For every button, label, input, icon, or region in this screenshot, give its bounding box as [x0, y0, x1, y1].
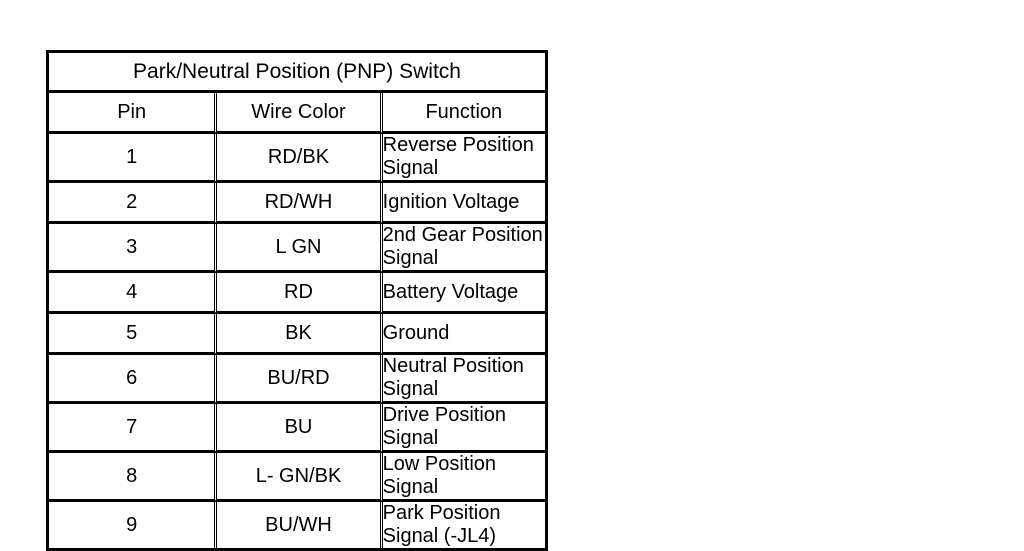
table-row: 8 L- GN/BK Low Position Signal [49, 453, 545, 502]
cell-function: Park Position Signal (-JL4) [379, 502, 545, 548]
cell-wire-color: RD/BK [214, 134, 380, 183]
pnp-switch-pinout-table: Park/Neutral Position (PNP) Switch Pin W… [46, 50, 548, 551]
cell-pin: 8 [49, 453, 215, 502]
table-row: 3 L GN 2nd Gear Position Signal [49, 224, 545, 273]
cell-function: 2nd Gear Position Signal [379, 224, 545, 273]
cell-function: Battery Voltage [379, 273, 545, 314]
cell-function: Neutral Position Signal [379, 355, 545, 404]
cell-function: Low Position Signal [379, 453, 545, 502]
cell-pin: 6 [49, 355, 215, 404]
cell-pin: 2 [49, 183, 215, 224]
table-title: Park/Neutral Position (PNP) Switch [49, 53, 545, 93]
cell-function: Drive Position Signal [379, 404, 545, 453]
table-row: 4 RD Battery Voltage [49, 273, 545, 314]
column-header-function: Function [379, 93, 545, 134]
cell-function: Ground [379, 314, 545, 355]
pnp-switch-table-container: Park/Neutral Position (PNP) Switch Pin W… [46, 50, 548, 551]
table-row: 9 BU/WH Park Position Signal (-JL4) [49, 502, 545, 548]
table-row: 5 BK Ground [49, 314, 545, 355]
table-row: 6 BU/RD Neutral Position Signal [49, 355, 545, 404]
column-header-pin: Pin [49, 93, 215, 134]
cell-function: Ignition Voltage [379, 183, 545, 224]
cell-wire-color: RD/WH [214, 183, 380, 224]
cell-wire-color: RD [214, 273, 380, 314]
cell-pin: 1 [49, 134, 215, 183]
cell-wire-color: BK [214, 314, 380, 355]
cell-wire-color: BU/WH [214, 502, 380, 548]
table-row: 2 RD/WH Ignition Voltage [49, 183, 545, 224]
cell-function: Reverse Position Signal [379, 134, 545, 183]
cell-pin: 7 [49, 404, 215, 453]
cell-pin: 9 [49, 502, 215, 548]
cell-wire-color: L- GN/BK [214, 453, 380, 502]
cell-wire-color: BU/RD [214, 355, 380, 404]
table-title-row: Park/Neutral Position (PNP) Switch [49, 53, 545, 93]
table-body: Park/Neutral Position (PNP) Switch Pin W… [49, 53, 545, 548]
table-row: 1 RD/BK Reverse Position Signal [49, 134, 545, 183]
cell-wire-color: L GN [214, 224, 380, 273]
column-header-wire-color: Wire Color [214, 93, 380, 134]
cell-pin: 3 [49, 224, 215, 273]
cell-wire-color: BU [214, 404, 380, 453]
table-row: 7 BU Drive Position Signal [49, 404, 545, 453]
cell-pin: 4 [49, 273, 215, 314]
cell-pin: 5 [49, 314, 215, 355]
table-header-row: Pin Wire Color Function [49, 93, 545, 134]
